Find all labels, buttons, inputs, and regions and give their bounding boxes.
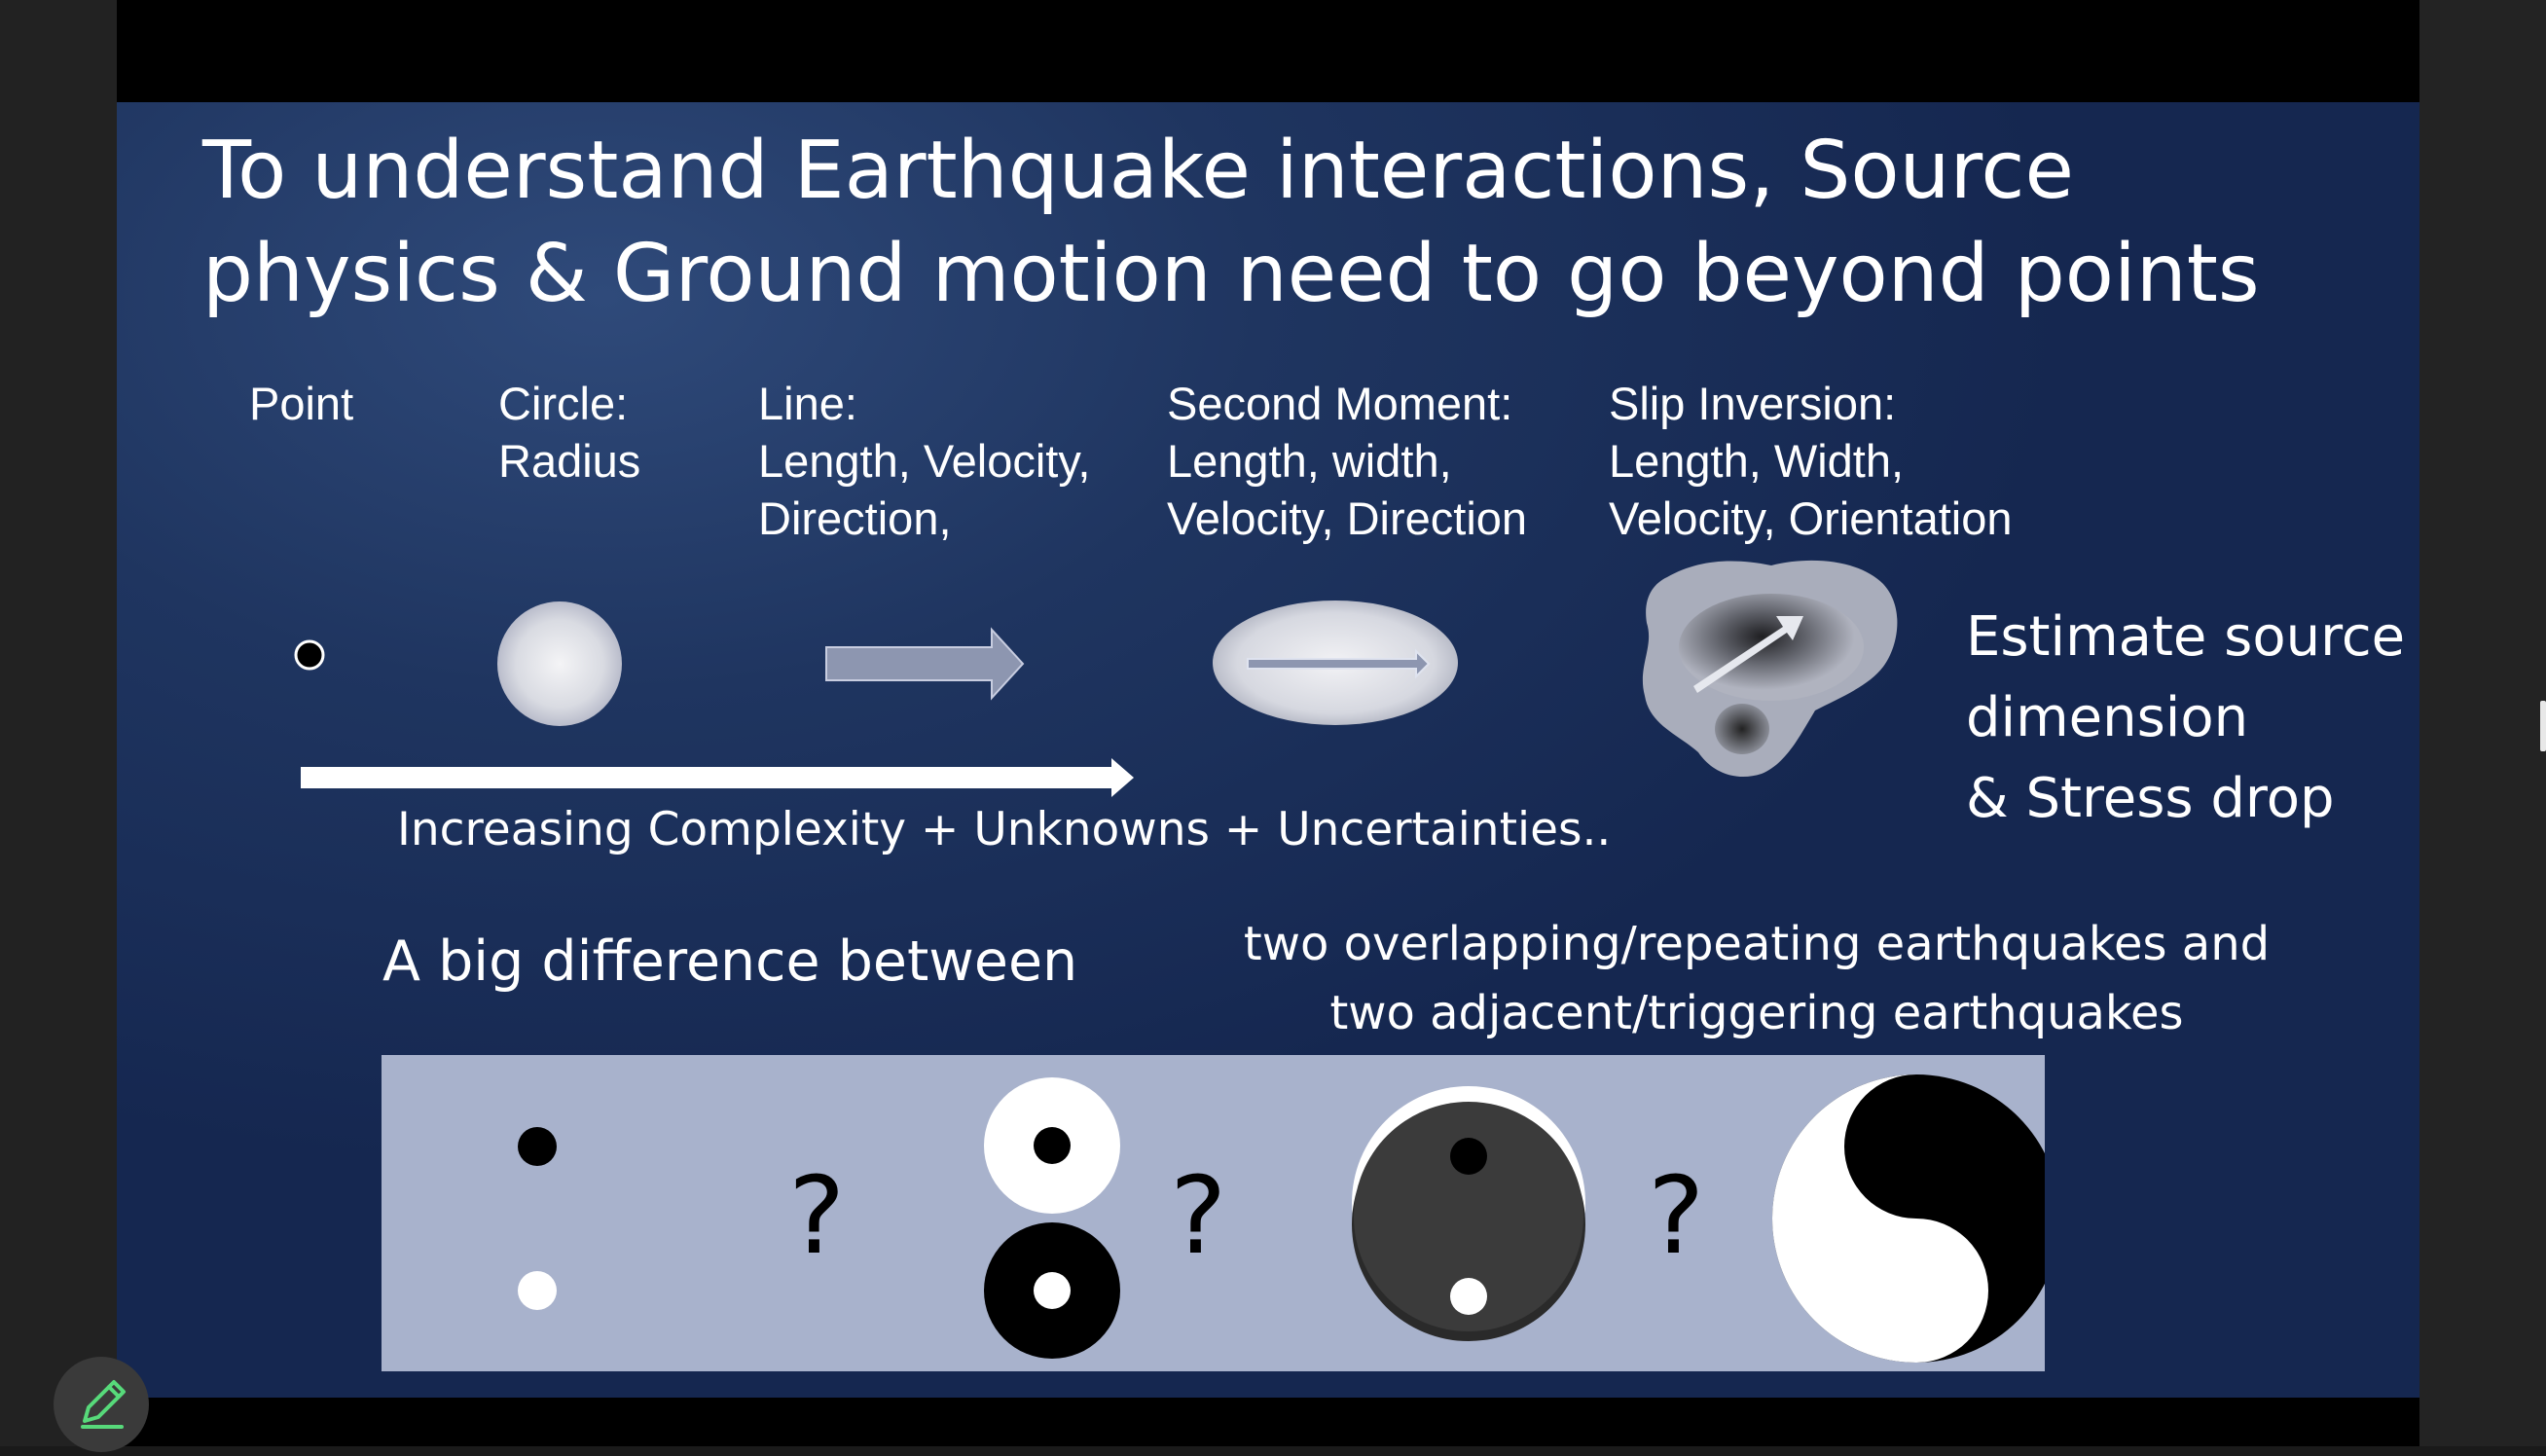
circle-icon — [497, 601, 622, 726]
side-panel-handle[interactable] — [2540, 701, 2546, 751]
complexity-diagram — [294, 560, 1898, 797]
two-circles-figure — [984, 1077, 1120, 1359]
slip-inversion-icon — [1642, 560, 1898, 778]
category-line-label: Line: Length, Velocity, Direction, — [758, 378, 1091, 544]
difference-heading: A big difference between — [382, 929, 1078, 994]
complexity-arrow — [301, 758, 1134, 797]
pencil-icon — [81, 1380, 126, 1429]
two-points-figure — [518, 1127, 557, 1310]
complexity-caption: Increasing Complexity + Unknowns + Uncer… — [397, 803, 1612, 856]
edit-annotation-button[interactable] — [54, 1357, 149, 1452]
comparison-figures — [518, 1074, 2045, 1363]
category-second-moment-label: Second Moment: Length, width, Velocity, … — [1167, 378, 1528, 544]
slide: To understand Earthquake interactions, S… — [117, 102, 2419, 1398]
question-mark-2: ? — [1170, 1153, 1227, 1278]
category-point-label: Point — [249, 378, 354, 429]
ellipse-icon — [1213, 601, 1458, 725]
question-mark-1: ? — [788, 1153, 846, 1278]
top-letterbox — [117, 0, 2419, 102]
overlap-adjacent-text: two overlapping/repeating earthquakes an… — [1243, 917, 2271, 1040]
overlapping-circles-figure — [1352, 1086, 1585, 1341]
bottom-letterbox — [117, 1398, 2419, 1446]
right-sidebar-strip — [2419, 0, 2546, 1446]
question-mark-3: ? — [1648, 1153, 1705, 1278]
left-sidebar-strip — [0, 0, 117, 1446]
estimate-source-text: Estimate source dimension & Stress drop — [1966, 605, 2406, 830]
category-slip-inversion-label: Slip Inversion: Length, Width, Velocity,… — [1609, 378, 2013, 544]
yin-yang-figure — [1772, 1074, 2045, 1363]
comparison-panel: ? ? ? — [382, 1055, 2045, 1371]
line-arrow-icon — [825, 627, 1025, 701]
slide-title: To understand Earthquake interactions, S… — [202, 125, 2260, 320]
category-circle-label: Circle: Radius — [498, 378, 641, 487]
point-icon — [294, 639, 325, 671]
